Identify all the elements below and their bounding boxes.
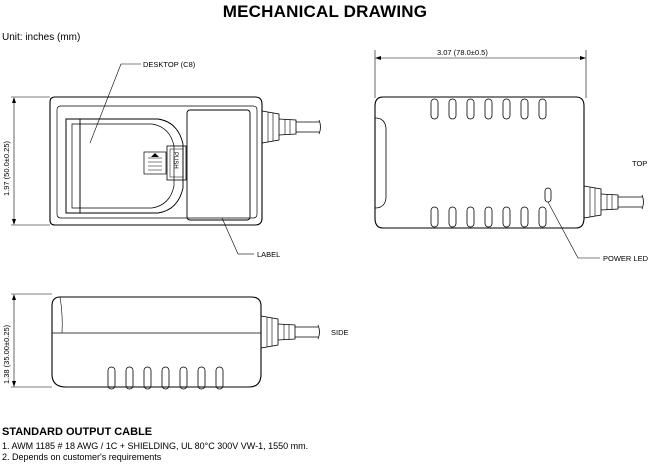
width-dimension: 3.07 (78.0±0.5) (437, 48, 488, 57)
top-label: TOP (632, 159, 647, 168)
cable-note-1: 1. AWM 1185 # 18 AWG / 1C + SHIELDING, U… (2, 441, 309, 451)
cable-note-2: 2. Depends on customer's requirements (2, 452, 162, 462)
side-label: SIDE (331, 328, 349, 337)
top-vents (430, 98, 547, 228)
unit-label: Unit: inches (mm) (2, 32, 81, 43)
drawing-title: MECHANICAL DRAWING (222, 2, 428, 21)
front-view: 1.97 (50.0±0.25) PUSH (2, 60, 321, 259)
power-led (544, 187, 552, 203)
cable-section-title: STANDARD OUTPUT CABLE (2, 426, 153, 438)
label-callout: LABEL (257, 250, 280, 259)
height-dimension: 1.97 (50.0±0.25) (2, 141, 11, 196)
side-view: 1.38 (35.00±0.25) SIDE (2, 293, 349, 390)
push-label: PUSH (172, 152, 178, 169)
side-vents (107, 366, 224, 390)
power-led-label: POWER LED (603, 254, 649, 263)
desktop-label: DESKTOP (C8) (143, 60, 196, 69)
thickness-dimension: 1.38 (35.00±0.25) (2, 324, 11, 384)
top-view: 3.07 (78.0±0.5) (374, 48, 649, 263)
